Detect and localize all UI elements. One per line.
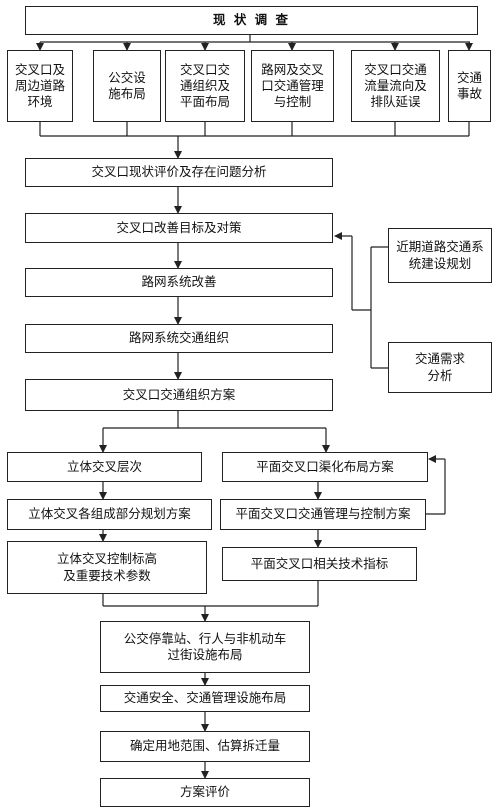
bus-facilities-box: 公交停靠站、行人与非机动车 过街设施布局 [100, 621, 310, 673]
survey-item-bus-facilities: 公交设 施布局 [93, 50, 161, 122]
safety-facilities-box: 交通安全、交通管理设施布局 [100, 685, 310, 712]
side-planning-box: 近期道路交通系 统建设规划 [388, 228, 492, 283]
left-parts-box: 立体交叉各组成部分规划方案 [7, 499, 212, 530]
network-org-box: 路网系统交通组织 [25, 324, 333, 353]
survey-item-flow-delay: 交叉口交通 流量流向及 排队延误 [351, 50, 440, 122]
evaluation-box: 方案评价 [100, 778, 310, 807]
survey-item-environment: 交叉口及 周边道路 环境 [7, 50, 73, 122]
goals-box: 交叉口改善目标及对策 [25, 213, 333, 243]
survey-item-traffic-org: 交叉口交 通组织及 平面布局 [165, 50, 245, 122]
land-range-box: 确定用地范围、估算拆迁量 [100, 731, 310, 762]
analysis-box: 交叉口现状评价及存在问题分析 [25, 158, 333, 187]
network-improve-box: 路网系统改善 [25, 268, 333, 297]
left-level-box: 立体交叉层次 [7, 452, 202, 482]
right-index-box: 平面交叉口相关技术指标 [222, 547, 417, 581]
org-plan-box: 交叉口交通组织方案 [25, 379, 333, 411]
side-demand-box: 交通需求 分析 [388, 342, 492, 393]
survey-item-accidents: 交通 事故 [448, 50, 491, 122]
survey-title-box: 现 状 调 查 [25, 6, 478, 35]
right-channel-box: 平面交叉口渠化布局方案 [222, 452, 428, 482]
left-control-box: 立体交叉控制标高 及重要技术参数 [7, 541, 207, 594]
right-mgmt-box: 平面交叉口交通管理与控制方案 [220, 499, 426, 530]
survey-item-management: 路网及交叉 口交通管理 与控制 [251, 50, 334, 122]
